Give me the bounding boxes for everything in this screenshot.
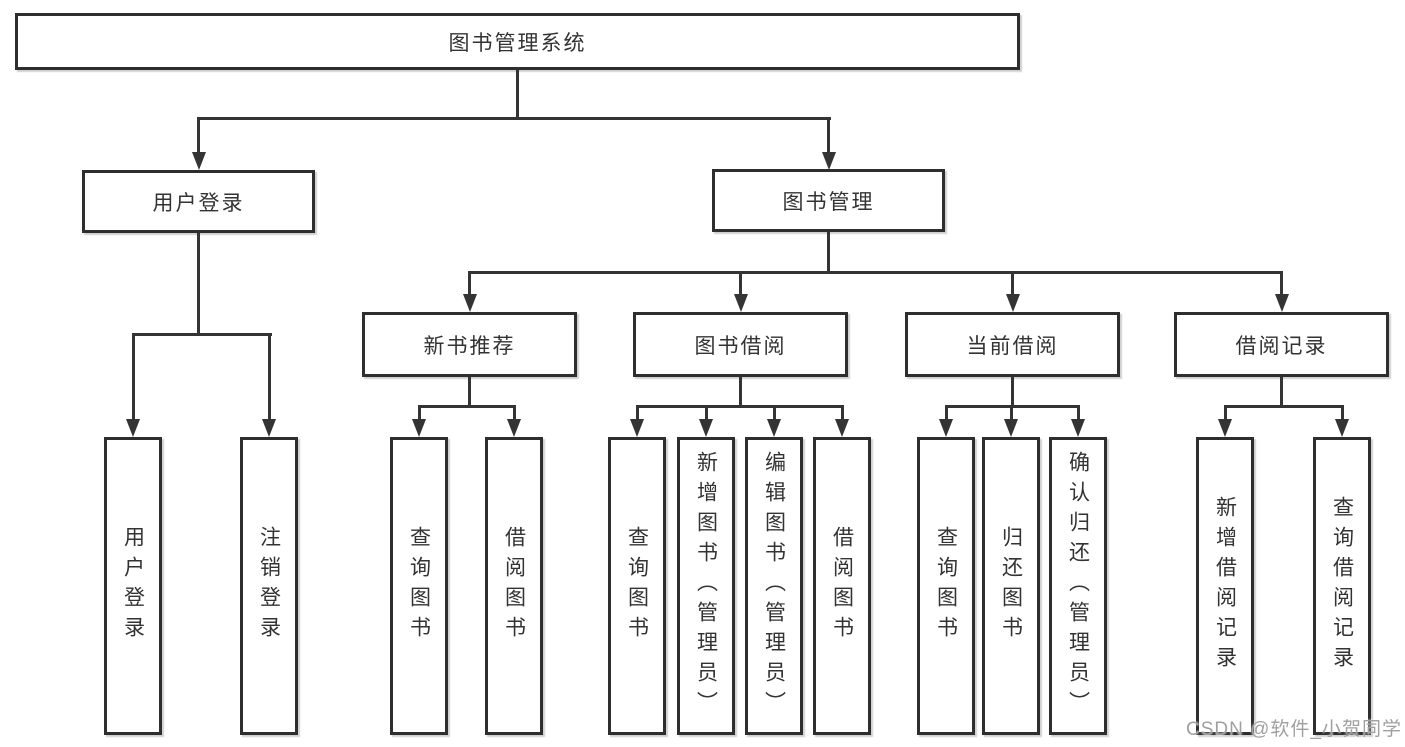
node-borrowing-records: 借阅记录 <box>1174 312 1389 377</box>
connector-line <box>417 405 421 420</box>
leaf-add-borrow-record: 新增借阅记录 <box>1196 437 1254 735</box>
connector-line <box>1280 271 1283 295</box>
leaf-borrow-books: 借阅图书 <box>813 437 871 735</box>
connector-line <box>1340 405 1344 420</box>
arrowhead-icon <box>412 419 426 437</box>
leaf-add-books-admin: 新增图书（管理员） <box>677 437 735 735</box>
connector-line <box>944 405 948 420</box>
connector-line <box>1009 405 1013 420</box>
node-user-login: 用户登录 <box>82 170 315 233</box>
connector-line <box>704 405 708 420</box>
connector-line <box>1223 405 1227 420</box>
arrowhead-icon <box>191 152 206 170</box>
connector-line <box>772 405 776 420</box>
arrowhead-icon <box>507 419 521 437</box>
arrowhead-icon <box>733 294 748 312</box>
leaf-query-books-recommend-label: 查询图书 <box>407 526 431 646</box>
connector-line <box>739 271 742 295</box>
leaf-query-books-borrowing-label: 查询图书 <box>625 526 649 646</box>
node-new-book-recommend: 新书推荐 <box>362 312 577 377</box>
leaf-user-login: 用户登录 <box>104 437 162 735</box>
arrowhead-icon <box>630 419 644 437</box>
node-root-label: 图书管理系统 <box>448 31 587 55</box>
connector-line <box>419 405 514 408</box>
node-current-borrowing: 当前借阅 <box>905 312 1120 377</box>
arrowhead-icon <box>1335 419 1349 437</box>
leaf-logout-label: 注销登录 <box>257 526 281 646</box>
connector-line <box>512 405 516 420</box>
connector-line <box>1011 377 1014 408</box>
node-book-management-label: 图书管理 <box>782 190 875 214</box>
leaf-borrow-books-recommend: 借阅图书 <box>485 437 543 735</box>
node-book-management: 图书管理 <box>712 169 945 232</box>
leaf-borrow-books-label: 借阅图书 <box>830 526 854 646</box>
connector-line <box>468 377 471 408</box>
arrowhead-icon <box>821 152 836 170</box>
leaf-logout: 注销登录 <box>240 437 298 735</box>
leaf-query-books-current: 查询图书 <box>917 437 975 735</box>
leaf-return-books-label: 归还图书 <box>999 526 1023 646</box>
connector-line <box>635 405 639 420</box>
arrowhead-icon <box>126 419 140 437</box>
connector-line <box>197 117 831 120</box>
leaf-add-borrow-record-label: 新增借阅记录 <box>1213 496 1237 676</box>
connector-line <box>469 271 1282 274</box>
node-borrowing-records-label: 借阅记录 <box>1235 334 1328 358</box>
node-book-borrowing: 图书借阅 <box>633 312 848 377</box>
connector-line <box>267 333 271 420</box>
connector-line <box>827 232 830 274</box>
leaf-edit-books-admin: 编辑图书（管理员） <box>745 437 803 735</box>
arrowhead-icon <box>699 419 713 437</box>
leaf-return-books: 归还图书 <box>982 437 1040 735</box>
connector-line <box>1011 271 1014 295</box>
connector-line <box>515 70 519 120</box>
leaf-query-borrow-record: 查询借阅记录 <box>1313 437 1371 735</box>
connector-line <box>840 405 844 420</box>
leaf-borrow-books-recommend-label: 借阅图书 <box>502 526 526 646</box>
node-root: 图书管理系统 <box>15 13 1020 70</box>
arrowhead-icon <box>1004 419 1018 437</box>
connector-line <box>197 233 200 336</box>
leaf-query-books-current-label: 查询图书 <box>934 526 958 646</box>
connector-line <box>133 333 272 336</box>
arrowhead-icon <box>1218 419 1232 437</box>
arrowhead-icon <box>1071 419 1085 437</box>
arrowhead-icon <box>262 419 276 437</box>
watermark-text: CSDN @软件_小贺同学 <box>1186 719 1402 740</box>
node-user-login-label: 用户登录 <box>152 191 245 215</box>
arrowhead-icon <box>462 294 477 312</box>
node-new-book-recommend-label: 新书推荐 <box>423 334 516 358</box>
connector-line <box>637 405 842 408</box>
connector-line <box>1076 405 1080 420</box>
connector-line <box>739 377 742 408</box>
leaf-query-books-recommend: 查询图书 <box>390 437 448 735</box>
leaf-query-borrow-record-label: 查询借阅记录 <box>1330 496 1354 676</box>
leaf-query-books-borrowing: 查询图书 <box>608 437 666 735</box>
node-book-borrowing-label: 图书借阅 <box>694 334 787 358</box>
arrowhead-icon <box>1005 294 1020 312</box>
arrowhead-icon <box>1274 294 1289 312</box>
arrowhead-icon <box>939 419 953 437</box>
leaf-add-books-admin-label: 新增图书（管理员） <box>694 451 718 721</box>
leaf-edit-books-admin-label: 编辑图书（管理员） <box>762 451 786 721</box>
leaf-user-login-label: 用户登录 <box>121 526 145 646</box>
connector-line <box>1225 405 1342 408</box>
connector-line <box>827 117 830 153</box>
leaf-confirm-return-admin-label: 确认归还（管理员） <box>1066 451 1090 721</box>
leaf-confirm-return-admin: 确认归还（管理员） <box>1049 437 1107 735</box>
connector-line <box>468 271 471 295</box>
arrowhead-icon <box>835 419 849 437</box>
node-current-borrowing-label: 当前借阅 <box>966 334 1059 358</box>
connector-line <box>197 117 200 153</box>
arrowhead-icon <box>767 419 781 437</box>
connector-line <box>1280 377 1283 408</box>
connector-line <box>131 333 135 420</box>
